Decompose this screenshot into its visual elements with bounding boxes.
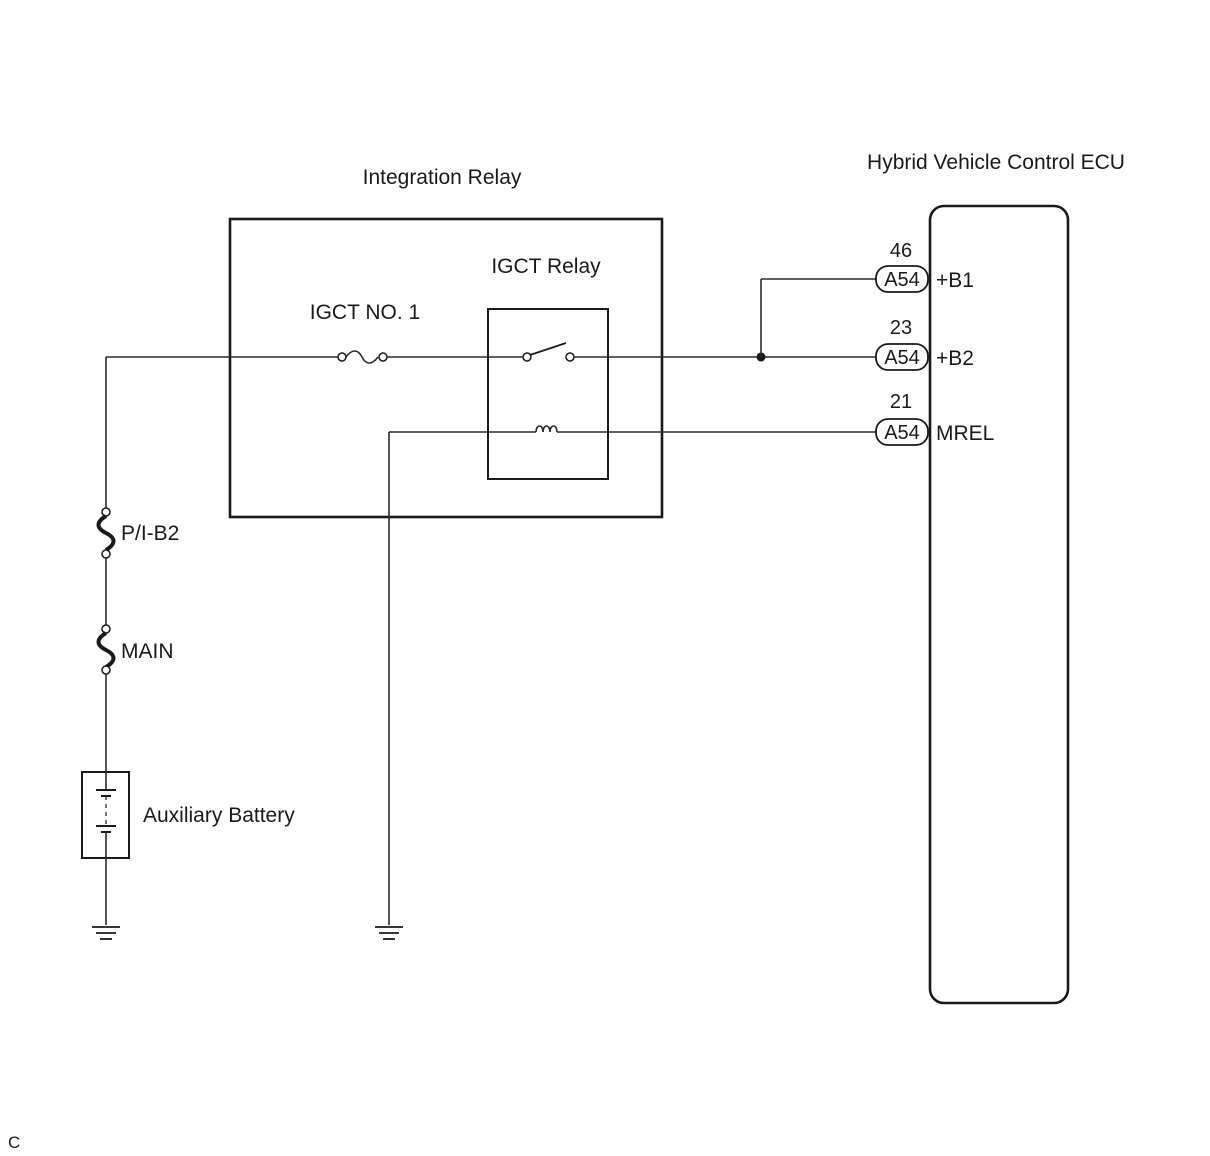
ecu-box <box>928 204 1070 1005</box>
pin-number: 21 <box>890 391 912 413</box>
connector-code: A54 <box>884 269 920 291</box>
connector-code: A54 <box>884 422 920 444</box>
ecu-label: Hybrid Vehicle Control ECU <box>867 151 1125 174</box>
relay-coil-icon <box>535 425 558 433</box>
igct-fuse-symbol <box>337 350 388 364</box>
fuse-main-symbol <box>96 624 116 675</box>
ground-icon <box>92 926 120 940</box>
battery-icon <box>81 771 130 859</box>
battery-label: Auxiliary Battery <box>143 804 295 827</box>
fuse-main-label: MAIN <box>121 640 174 663</box>
igct-relay-box <box>487 308 609 480</box>
igct-fuse-label: IGCT NO. 1 <box>310 301 420 324</box>
integration-relay-box <box>228 217 664 519</box>
terminal-label: +B1 <box>936 269 974 292</box>
connector-b2: 23 A54 +B2 <box>875 317 974 371</box>
relay-switch-icon <box>522 342 575 362</box>
ground-icon <box>375 926 403 940</box>
connector-mrel: 21 A54 MREL <box>875 391 994 446</box>
connector-b1: 46 A54 +B1 <box>875 240 974 293</box>
coil-ground-wire <box>388 431 536 925</box>
pin-number: 23 <box>890 317 912 339</box>
connector-code: A54 <box>884 347 920 369</box>
terminal-label: +B2 <box>936 347 974 370</box>
pin-number: 46 <box>890 240 912 262</box>
corner-mark: C <box>8 1133 20 1152</box>
integration-relay-label: Integration Relay <box>363 166 522 189</box>
terminal-label: MREL <box>936 422 994 445</box>
fuse-pib2-label: P/I-B2 <box>121 522 179 545</box>
fuse-pib2-symbol <box>96 507 116 559</box>
supply-wire <box>105 356 338 512</box>
igct-relay-label: IGCT Relay <box>491 255 601 278</box>
b1-branch-wire <box>756 278 876 362</box>
